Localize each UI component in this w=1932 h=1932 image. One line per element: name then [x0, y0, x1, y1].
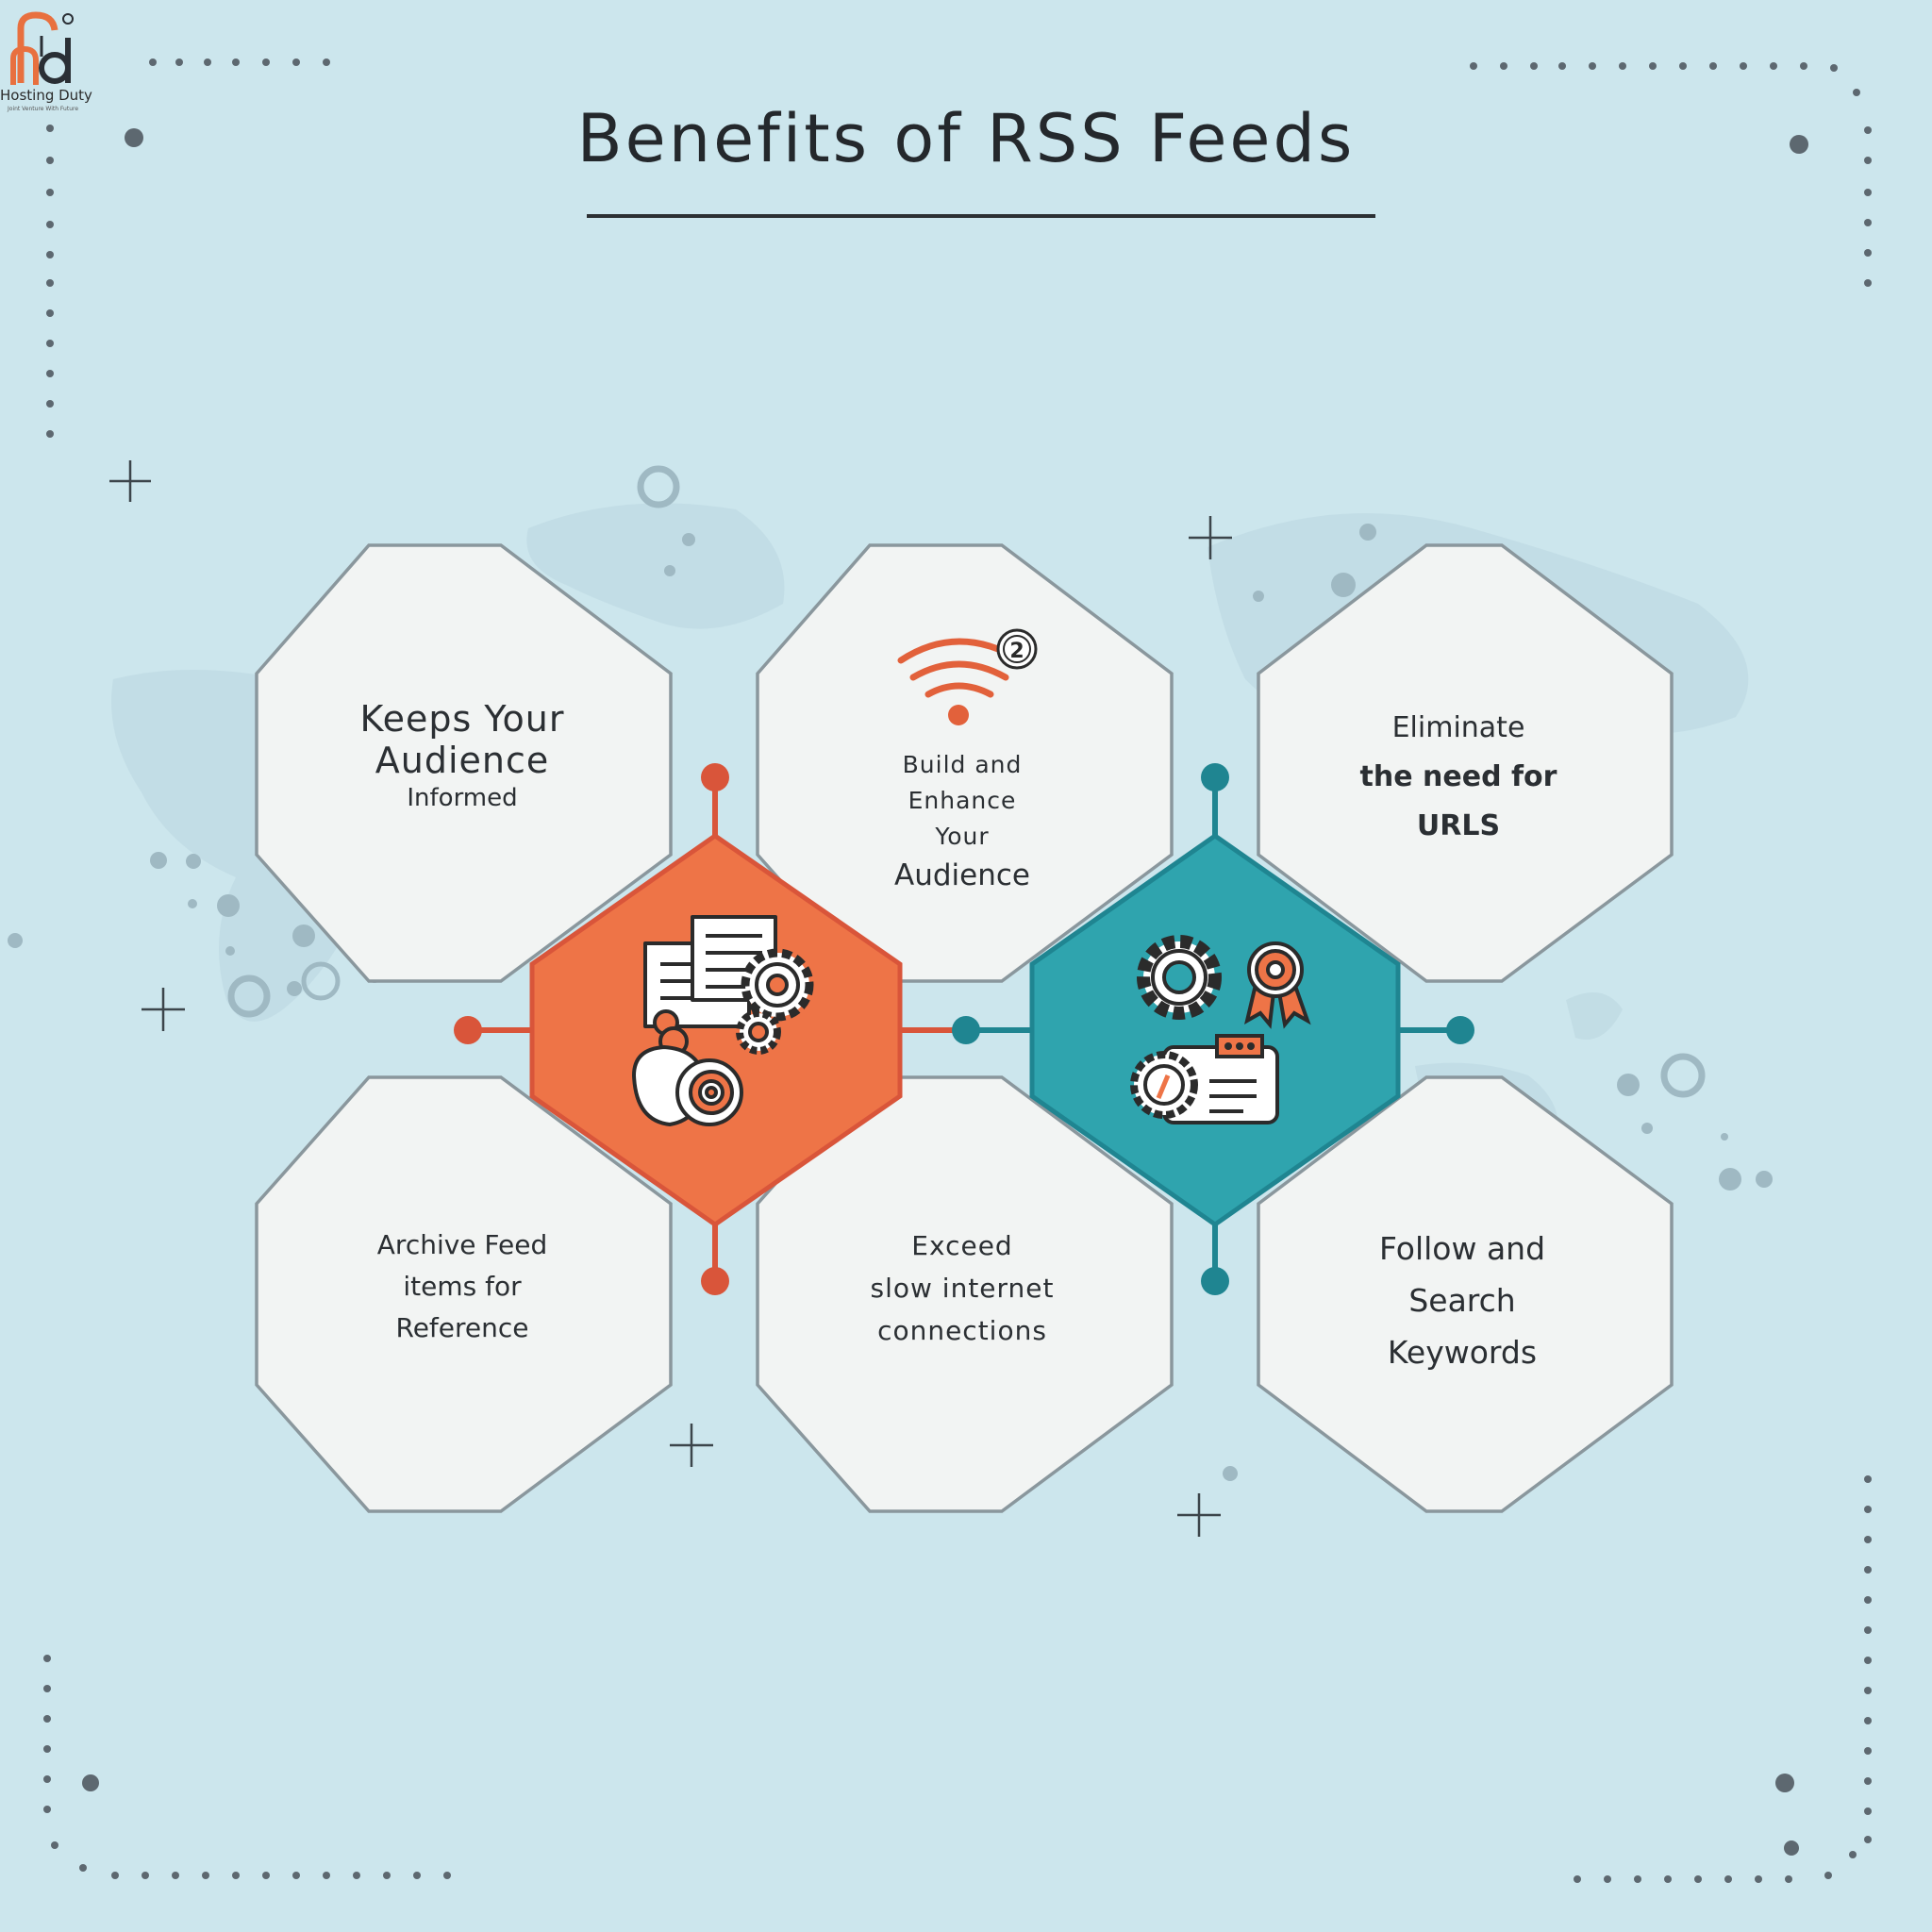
gears-icon: [736, 948, 814, 1055]
benefit-line: Eliminate: [1391, 711, 1525, 744]
id-card-icon: [1130, 1034, 1279, 1124]
benefit-follow-search-keywords: Follow and Search Keywords: [1283, 1223, 1641, 1378]
benefit-line: the need for: [1359, 760, 1557, 793]
benefit-keeps-audience-informed: Keeps Your Audience Informed: [283, 698, 641, 815]
target-icon: [631, 1009, 743, 1127]
rss-badge-number: 2: [1009, 640, 1024, 663]
orange-connectors: [454, 763, 966, 1295]
benefit-line: Audience: [894, 858, 1030, 892]
benefit-hexagons: [255, 543, 1674, 1513]
content-hub: [529, 832, 903, 1228]
benefit-archive-feed-items: Archive Feed items for Reference: [283, 1224, 641, 1349]
scatter-rings: [227, 465, 1706, 1098]
benefit-line: Follow and: [1378, 1230, 1546, 1267]
settings-hub: [1029, 832, 1401, 1228]
benefit-line: connections: [877, 1315, 1047, 1346]
plus-marks: [109, 460, 1232, 1537]
benefit-line: Informed: [407, 784, 518, 812]
benefit-line: Keeps Your: [359, 698, 565, 740]
benefit-build-enhance-audience: Build and Enhance Your Audience: [792, 747, 1132, 896]
benefit-eliminate-urls: Eliminate the need for URLS: [1279, 704, 1638, 851]
teal-connectors: [952, 763, 1474, 1295]
logo-name: Hosting Duty: [0, 87, 92, 104]
page-title: Benefits of RSS Feeds: [576, 100, 1356, 177]
benefit-line: slow internet: [870, 1273, 1055, 1304]
benefit-line: Audience: [375, 740, 550, 781]
benefit-line: URLS: [1416, 809, 1501, 842]
benefit-line: Reference: [395, 1312, 529, 1343]
hosting-duty-logo-mark: [10, 11, 74, 85]
benefit-line: Enhance: [908, 787, 1017, 814]
benefit-line: Search: [1408, 1282, 1516, 1319]
hosting-duty-logo: Hosting Duty Joint Venture With Future: [0, 0, 123, 118]
benefit-line: Build and: [902, 751, 1023, 778]
benefit-line: Your: [935, 823, 990, 850]
title-underline: [587, 214, 1375, 218]
gear-icon: [1137, 935, 1222, 1020]
benefit-line: Exceed: [911, 1230, 1013, 1261]
benefit-line: Archive Feed: [376, 1229, 548, 1260]
benefit-line: items for: [403, 1271, 522, 1302]
logo-tagline: Joint Venture With Future: [8, 106, 79, 112]
benefit-exceed-slow-connections: Exceed slow internet connections: [792, 1224, 1132, 1352]
scatter-dots: [8, 524, 1773, 1481]
benefit-line: Keywords: [1387, 1334, 1538, 1371]
rss-wifi-icon: [897, 628, 1038, 725]
dotted-frame: [43, 58, 1872, 1883]
award-ribbon-icon: [1244, 941, 1311, 1029]
